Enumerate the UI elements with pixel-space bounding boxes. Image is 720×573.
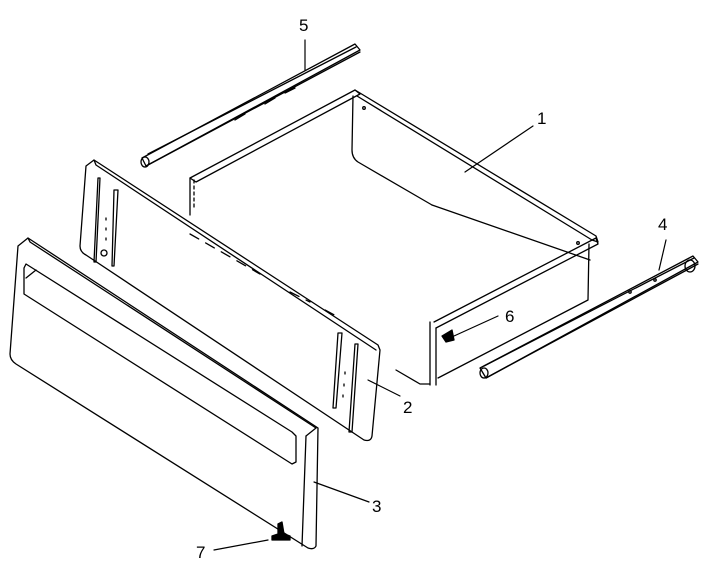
leveling-foot xyxy=(271,521,291,541)
callout-2: 2 xyxy=(403,398,413,417)
left-slide-rail xyxy=(140,43,361,168)
drawer-body xyxy=(189,89,599,386)
leader-lines xyxy=(213,39,667,551)
callout-1: 1 xyxy=(537,109,547,128)
right-slide-rail xyxy=(479,255,699,379)
leader-line-1 xyxy=(464,125,534,173)
callout-6: 6 xyxy=(505,307,515,326)
callout-4: 4 xyxy=(658,215,668,234)
inner-front-panel xyxy=(79,159,381,442)
screw xyxy=(441,329,455,343)
callout-3: 3 xyxy=(372,497,382,516)
outer-front-panel xyxy=(9,237,319,550)
leader-line-7 xyxy=(213,539,269,551)
callout-5: 5 xyxy=(299,16,309,35)
leader-line-2 xyxy=(367,379,401,397)
leader-line-6 xyxy=(453,315,499,337)
leader-line-4 xyxy=(658,239,667,271)
callout-7: 7 xyxy=(196,543,206,562)
leader-line-3 xyxy=(313,481,370,503)
